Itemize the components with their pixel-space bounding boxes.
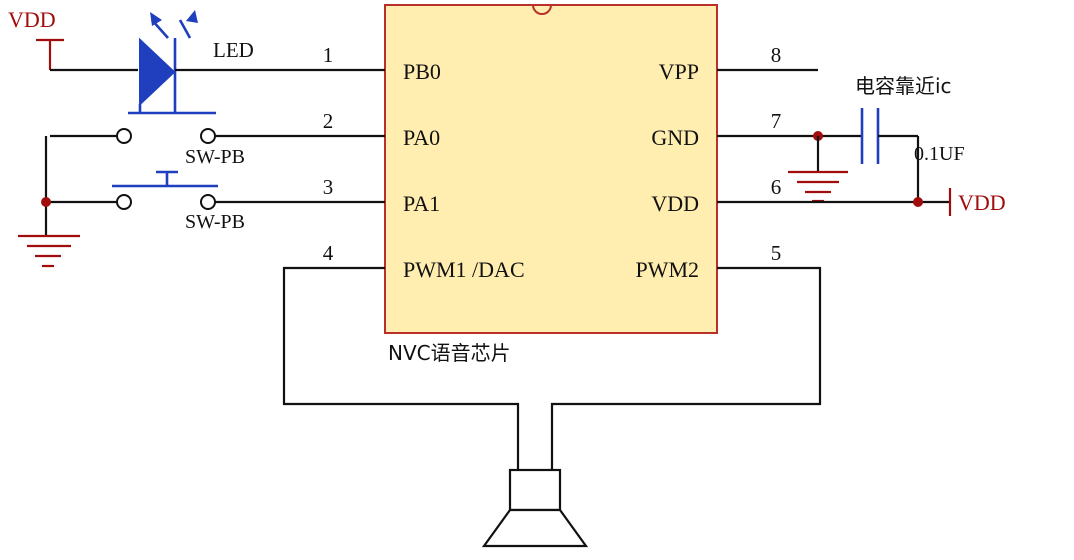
pin-name-vdd: VDD: [651, 191, 699, 216]
pin-name-pa1: PA1: [403, 191, 440, 216]
vdd-right-label: VDD: [958, 190, 1006, 215]
switch-2-label: SW-PB: [185, 211, 245, 233]
chip-name-label: NVC语音芯片: [388, 341, 511, 365]
chip-notch: [532, 4, 552, 15]
pin-number-1: 1: [323, 43, 334, 67]
pin-number-5: 5: [771, 241, 782, 265]
led-symbol: [128, 10, 216, 115]
speaker-icon: [481, 468, 589, 548]
switch-1-symbol: [116, 128, 216, 144]
pin-number-4: 4: [323, 241, 334, 265]
wire-pwm2-to-speaker: [550, 266, 822, 470]
pin-name-pwm2: PWM2: [635, 257, 699, 282]
pin-number-6: 6: [771, 175, 782, 199]
pin-number-8: 8: [771, 43, 782, 67]
led-label: LED: [213, 38, 254, 62]
vdd-left-symbol: [36, 38, 64, 70]
pin-number-2: 2: [323, 109, 334, 133]
pin-name-pa0: PA0: [403, 125, 440, 150]
pin-name-pb0: PB0: [403, 59, 441, 84]
ground-left-symbol: [18, 234, 80, 268]
chip-body: [384, 4, 718, 334]
ground-right-symbol: [788, 170, 848, 203]
pin-number-3: 3: [323, 175, 334, 199]
pin-name-vpp: VPP: [659, 59, 699, 84]
vdd-left-label: VDD: [8, 7, 56, 32]
switch-1-label: SW-PB: [185, 146, 245, 168]
capacitor-symbol: [860, 108, 880, 164]
wire-pwm1-to-speaker: [282, 266, 520, 470]
pin-number-7: 7: [771, 109, 782, 133]
junction-vdd: [913, 197, 923, 207]
pin-name-pwm1-dac: PWM1 /DAC: [403, 257, 525, 282]
capacitor-note-label: 电容靠近ic: [855, 74, 952, 98]
capacitor-value-label: 0.1UF: [914, 143, 965, 165]
junction-left-ground: [41, 197, 51, 207]
pin-name-gnd: GND: [651, 125, 699, 150]
switch-2-symbol: [112, 170, 218, 210]
